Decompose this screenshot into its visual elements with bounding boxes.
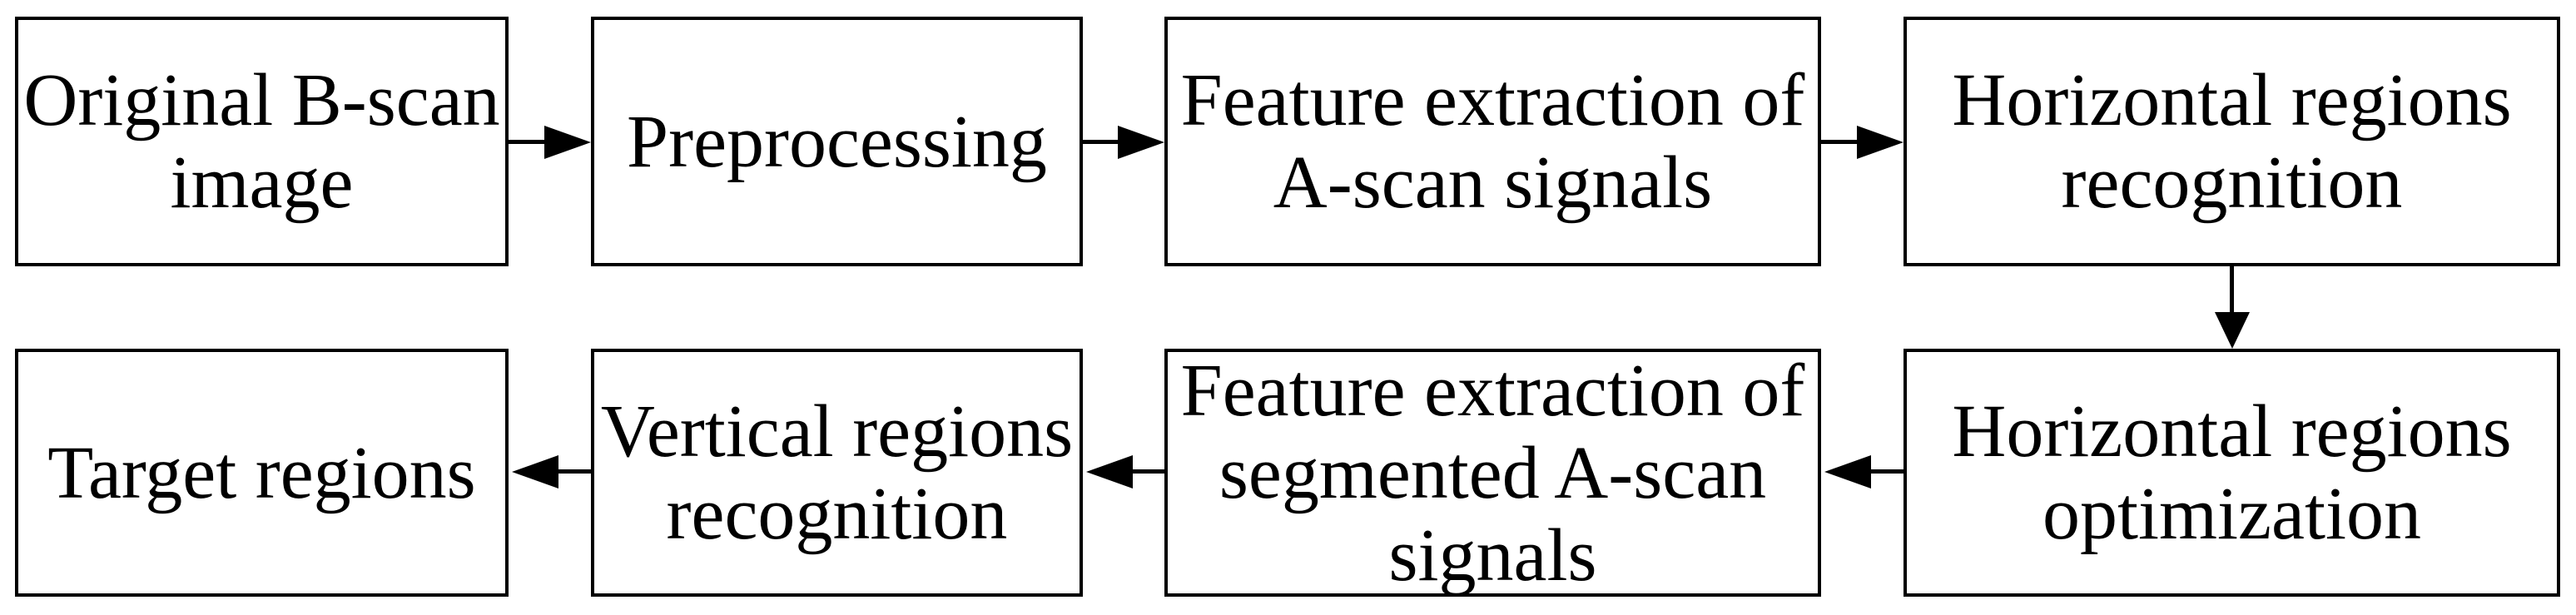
- label-line: Feature extraction of: [1180, 349, 1805, 432]
- label-line: signals: [1388, 513, 1597, 597]
- arrow-stem: [1083, 140, 1119, 144]
- label-line: Preprocessing: [627, 100, 1047, 183]
- arrow-stem: [2230, 266, 2234, 314]
- arrow-left-icon: [1086, 455, 1133, 489]
- arrow-left-icon: [512, 455, 558, 489]
- node-target-regions-label: Target regions: [47, 432, 475, 514]
- label-line: optimization: [2042, 473, 2421, 555]
- label-line: Horizontal regions: [1952, 390, 2512, 473]
- arrow-stem: [557, 469, 591, 474]
- arrow-right-icon: [1857, 126, 1903, 159]
- label-line: segmented A-scan: [1219, 431, 1767, 514]
- arrow-stem: [509, 140, 546, 144]
- arrow-down-icon: [2215, 312, 2250, 349]
- label-line: recognition: [666, 473, 1008, 555]
- node-preprocessing-label: Preprocessing: [627, 101, 1047, 183]
- label-line: recognition: [2061, 141, 2403, 224]
- label-line: Vertical regions: [600, 390, 1074, 473]
- arrow-right-icon: [1118, 126, 1164, 159]
- node-preprocessing: Preprocessing: [591, 17, 1083, 266]
- label-line: Target regions: [47, 431, 476, 514]
- label-line: image: [170, 141, 354, 224]
- arrow-stem: [1869, 469, 1903, 474]
- arrow-right-icon: [544, 126, 591, 159]
- label-line: Original B-scan: [23, 59, 500, 141]
- arrow-stem: [1821, 140, 1859, 144]
- node-target-regions: Target regions: [15, 349, 509, 597]
- arrow-stem: [1131, 469, 1164, 474]
- arrow-left-icon: [1824, 455, 1871, 489]
- label-line: A-scan signals: [1273, 141, 1713, 224]
- label-line: Feature extraction of: [1180, 59, 1805, 141]
- label-line: Horizontal regions: [1952, 59, 2512, 141]
